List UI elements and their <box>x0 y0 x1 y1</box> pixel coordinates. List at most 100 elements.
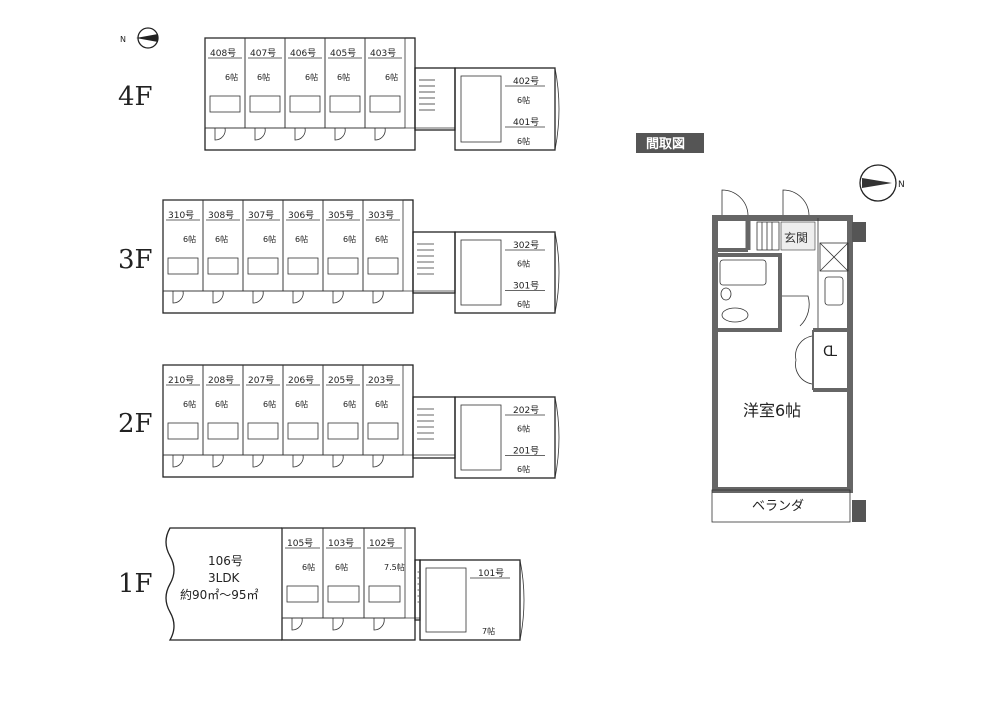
unit-number: 102号 <box>369 538 395 549</box>
unit-number: 308号 <box>208 210 234 221</box>
unit-size: 6帖 <box>385 72 398 82</box>
unit-number: 105号 <box>287 538 313 549</box>
unit-size: 7.5帖 <box>384 562 405 572</box>
door-icon <box>334 127 346 141</box>
unit-302[interactable]: 302号 6帖 <box>505 240 545 269</box>
compass-north-label: N <box>120 35 126 44</box>
compass-icon: N <box>120 27 159 49</box>
unit-size: 6帖 <box>337 72 350 82</box>
door-icon <box>214 127 226 141</box>
unit-102[interactable]: 102号 7.5帖 <box>363 527 406 631</box>
unit-size: 6帖 <box>225 72 238 82</box>
unit-size: 6帖 <box>295 399 308 409</box>
unit-number: 202号 <box>513 405 539 416</box>
unit-size: 6帖 <box>517 259 530 269</box>
bath-unit-icon <box>207 422 239 440</box>
bath-unit-icon <box>287 257 319 275</box>
unit-number: 303号 <box>368 210 394 221</box>
unit-size: 6帖 <box>257 72 270 82</box>
unit-size: 6帖 <box>305 72 318 82</box>
balcony <box>711 489 851 523</box>
unit-compass-north-label: N <box>898 180 905 190</box>
unit-size: 6帖 <box>215 234 228 244</box>
unit-303[interactable]: 303号 6帖 <box>362 199 404 304</box>
floor-label: 1F <box>118 569 153 599</box>
bath-unit-icon <box>286 585 319 603</box>
unit-number: 210号 <box>168 375 194 386</box>
door-icon <box>332 454 344 468</box>
unit-size: 6帖 <box>295 234 308 244</box>
unit-number: 208号 <box>208 375 234 386</box>
unit-number: 302号 <box>513 240 539 251</box>
bath-unit-icon <box>369 95 401 113</box>
unit-number: 207号 <box>248 375 274 386</box>
unit-size: 6帖 <box>215 399 228 409</box>
door-icon <box>291 617 303 631</box>
unit-number: 406号 <box>290 48 316 59</box>
unit-206[interactable]: 206号 6帖 <box>282 364 324 468</box>
door-icon <box>292 454 304 468</box>
unit-size: 6帖 <box>183 234 196 244</box>
bath-unit-icon <box>329 95 361 113</box>
bath-unit-icon <box>167 422 199 440</box>
bath-unit-icon <box>249 95 281 113</box>
unit-number: 405号 <box>330 48 356 59</box>
unit-size: 6帖 <box>375 234 388 244</box>
unit-405[interactable]: 405号 6帖 <box>324 37 366 141</box>
bath-unit-icon <box>247 257 279 275</box>
unit-number: 103号 <box>328 538 354 549</box>
bath-unit-icon <box>367 257 399 275</box>
door-icon <box>172 290 184 304</box>
bath-unit-icon <box>368 585 401 603</box>
washbasin-icon <box>720 287 732 301</box>
balcony-label: ベランダ <box>752 499 804 514</box>
door-icon <box>212 290 224 304</box>
unit-308[interactable]: 308号 6帖 <box>202 199 244 304</box>
unit-number: 407号 <box>250 48 276 59</box>
unit-202[interactable]: 202号 6帖 <box>505 405 545 434</box>
unit-number: 403号 <box>370 48 396 59</box>
door-icon <box>374 127 386 141</box>
unit-compass-icon: N <box>859 164 905 202</box>
unit-number: 310号 <box>168 210 194 221</box>
unit-area: 約90㎡～95㎡ <box>180 587 259 602</box>
stairwell <box>412 396 456 459</box>
entrance-label: 玄関 <box>784 230 808 245</box>
unit-310[interactable]: 310号 6帖 <box>162 199 204 304</box>
floor-label: 2F <box>118 409 153 439</box>
door-icon <box>212 454 224 468</box>
unit-number: 402号 <box>513 76 539 87</box>
bath-unit-icon <box>287 422 319 440</box>
unit-403[interactable]: 403号 6帖 <box>364 37 406 141</box>
stairwell <box>414 67 456 131</box>
unit-208[interactable]: 208号 6帖 <box>202 364 244 468</box>
unit-406[interactable]: 406号 6帖 <box>284 37 326 141</box>
unit-size: 6帖 <box>517 424 530 434</box>
unit-size: 6帖 <box>343 399 356 409</box>
door-icon <box>252 290 264 304</box>
unit-size: 6帖 <box>183 399 196 409</box>
unit-210[interactable]: 210号 6帖 <box>162 364 204 468</box>
unit-number: 206号 <box>288 375 314 386</box>
unit-407[interactable]: 407号 6帖 <box>244 37 286 141</box>
door-icon <box>373 617 385 631</box>
